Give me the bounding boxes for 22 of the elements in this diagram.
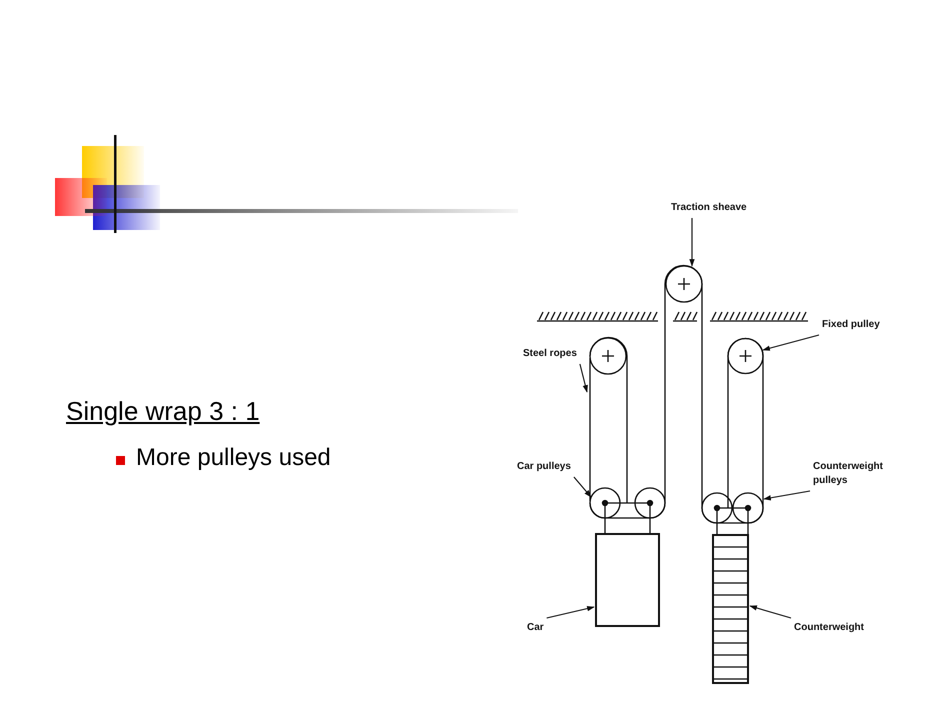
part-label: Counterweight pulleys (813, 460, 893, 488)
counterweight-stack (712, 534, 749, 684)
traction-sheave (665, 265, 703, 303)
slide-heading: Single wrap 3 : 1 (66, 396, 260, 427)
counterweight-pulley (732, 492, 764, 524)
leader-line (749, 605, 792, 619)
bullet-text: More pulleys used (136, 444, 331, 472)
part-label: Car pulleys (517, 460, 571, 474)
part-label: Car (527, 621, 544, 635)
leader-line (579, 364, 588, 393)
car-pulley (589, 487, 621, 519)
leader-line (689, 218, 695, 267)
leader-line (763, 490, 810, 500)
part-label: Steel ropes (523, 347, 577, 361)
leader-line (574, 476, 592, 498)
part-label: Counterweight (794, 621, 864, 635)
part-label: Traction sheave (671, 201, 751, 215)
part-label: Fixed pulley (822, 318, 880, 332)
fixed-pulley (727, 338, 764, 374)
car-box (595, 533, 660, 627)
leader-line (546, 606, 595, 619)
leader-line (762, 334, 820, 351)
